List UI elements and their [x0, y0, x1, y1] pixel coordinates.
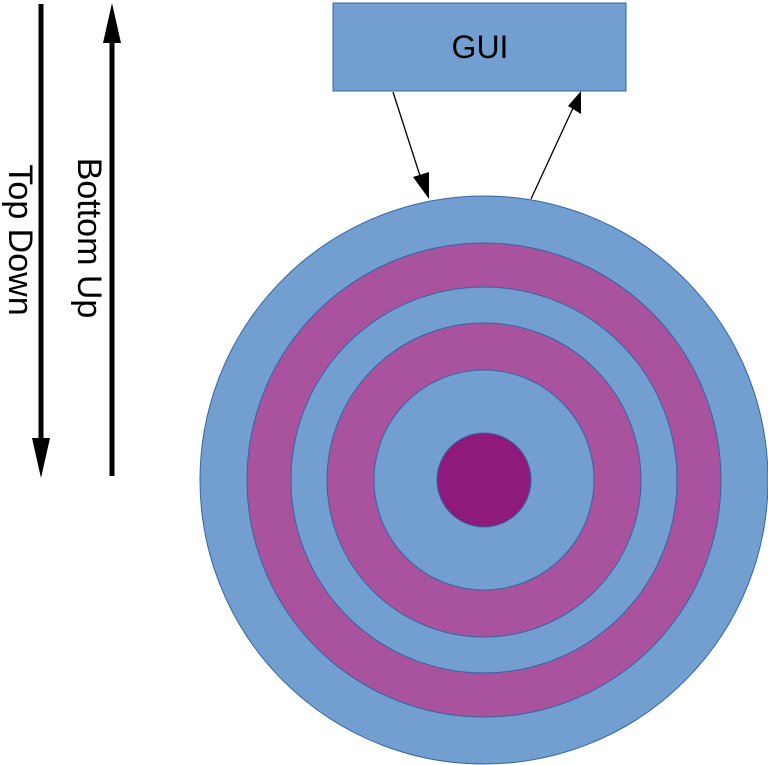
bottom-up-label: Bottom Up — [70, 158, 108, 319]
gui-box: GUI — [332, 2, 627, 92]
gui-to-ring-arrow — [392, 91, 429, 199]
ring-to-gui-arrowhead — [568, 91, 581, 114]
gui-box-rect — [332, 2, 627, 92]
bottom-up-arrow — [103, 3, 121, 476]
gui-to-ring-arrowhead — [413, 172, 429, 199]
top-down-arrowhead — [32, 438, 50, 478]
top-down-arrow — [32, 4, 50, 478]
top-down-label: Top Down — [1, 164, 39, 315]
gui-box-label: GUI — [452, 29, 509, 65]
layer-rings — [199, 195, 768, 765]
ring-to-gui-arrow — [530, 91, 581, 200]
bottom-up-arrowhead — [103, 3, 121, 43]
core-circle — [436, 432, 532, 528]
